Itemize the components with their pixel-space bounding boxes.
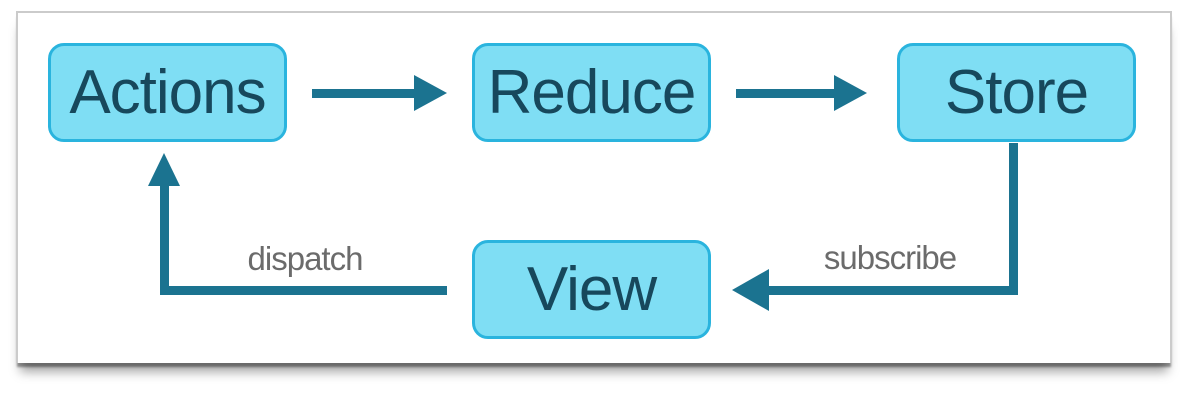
edge-actions-to-reduce-arrowhead-icon [414, 75, 447, 111]
edge-store-to-view-line-horizontal [768, 286, 1018, 295]
edge-view-to-actions-arrowhead-icon [148, 153, 180, 186]
edge-label-dispatch: dispatch [247, 240, 364, 277]
edge-actions-to-reduce-line [312, 89, 416, 98]
node-reduce: Reduce [472, 43, 711, 142]
edge-view-to-actions-line-horizontal [160, 286, 447, 295]
edge-store-to-view-line-vertical [1009, 143, 1018, 295]
node-actions-label: Actions [69, 58, 266, 127]
node-view-label: View [526, 255, 657, 324]
node-reduce-label: Reduce [487, 58, 697, 127]
node-store: Store [897, 43, 1136, 142]
edge-view-to-actions-line-vertical [160, 186, 169, 295]
edge-reduce-to-store-arrowhead-icon [834, 75, 867, 111]
edge-store-to-view-arrowhead-icon [732, 269, 769, 311]
node-view: View [472, 240, 711, 339]
edge-label-subscribe: subscribe [823, 239, 957, 276]
node-actions: Actions [48, 43, 287, 142]
edge-reduce-to-store-line [736, 89, 836, 98]
node-store-label: Store [944, 58, 1089, 127]
